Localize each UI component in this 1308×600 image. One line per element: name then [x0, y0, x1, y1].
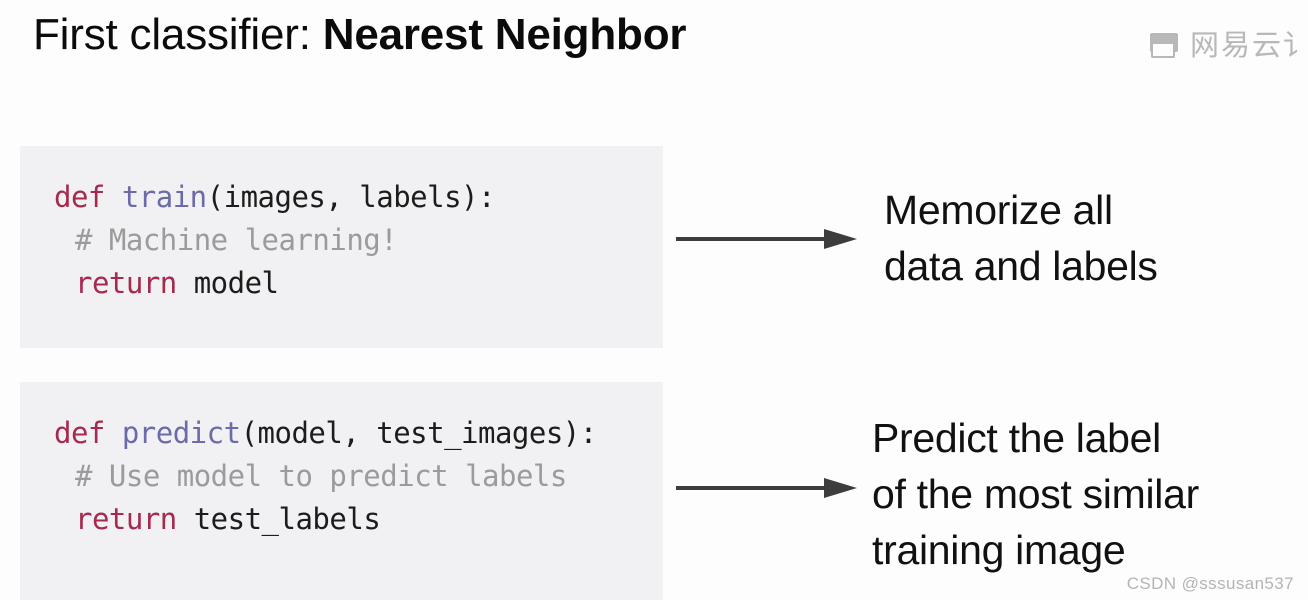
code-line: def train(images, labels):: [54, 176, 663, 219]
code-line: return test_labels: [54, 498, 663, 541]
code-token-plain: test_labels: [193, 502, 381, 536]
code-block-train: def train(images, labels): # Machine lea…: [20, 146, 663, 348]
code-token-comment: # Machine learning!: [75, 223, 398, 257]
annotation-line: Predict the label: [872, 415, 1161, 461]
annotation-predict: Predict the label of the most similar tr…: [872, 410, 1199, 578]
code-token-plain: (images, labels):: [206, 180, 496, 214]
annotation-line: data and labels: [884, 243, 1158, 289]
arrow-right-icon: [676, 227, 858, 251]
page-title: First classifier: Nearest Neighbor: [33, 8, 687, 62]
code-token-plain: (model, test_images):: [240, 416, 598, 450]
code-line: return model: [54, 262, 663, 305]
netease-watermark: 网易云讠: [1149, 28, 1308, 62]
annotation-line: of the most similar: [872, 471, 1199, 517]
netease-watermark-text: 网易云讠: [1189, 28, 1308, 62]
code-token-comment: # Use model to predict labels: [75, 459, 567, 493]
page-title-prefix: First classifier:: [33, 10, 323, 59]
code-token-keyword: def: [54, 180, 122, 214]
csdn-watermark: CSDN @sssusan537: [1126, 574, 1294, 593]
code-token-plain: model: [193, 266, 279, 300]
page-title-emphasis: Nearest Neighbor: [322, 10, 687, 59]
code-line: # Machine learning!: [54, 219, 663, 262]
code-token-keyword: def: [54, 416, 122, 450]
annotation-train: Memorize all data and labels: [884, 182, 1158, 294]
code-token-function: train: [121, 180, 207, 214]
netease-cloud-classroom-icon: [1149, 32, 1180, 58]
code-token-keyword: return: [75, 502, 194, 536]
code-token-keyword: return: [75, 266, 194, 300]
arrow-right-icon: [676, 476, 858, 500]
annotation-line: Memorize all: [884, 187, 1113, 233]
annotation-line: training image: [872, 527, 1126, 573]
code-block-predict: def predict(model, test_images): # Use m…: [20, 382, 663, 600]
book-page-shape: [1150, 43, 1175, 58]
code-line: def predict(model, test_images):: [54, 412, 663, 455]
code-token-function: predict: [121, 416, 241, 450]
code-line: # Use model to predict labels: [54, 455, 663, 498]
